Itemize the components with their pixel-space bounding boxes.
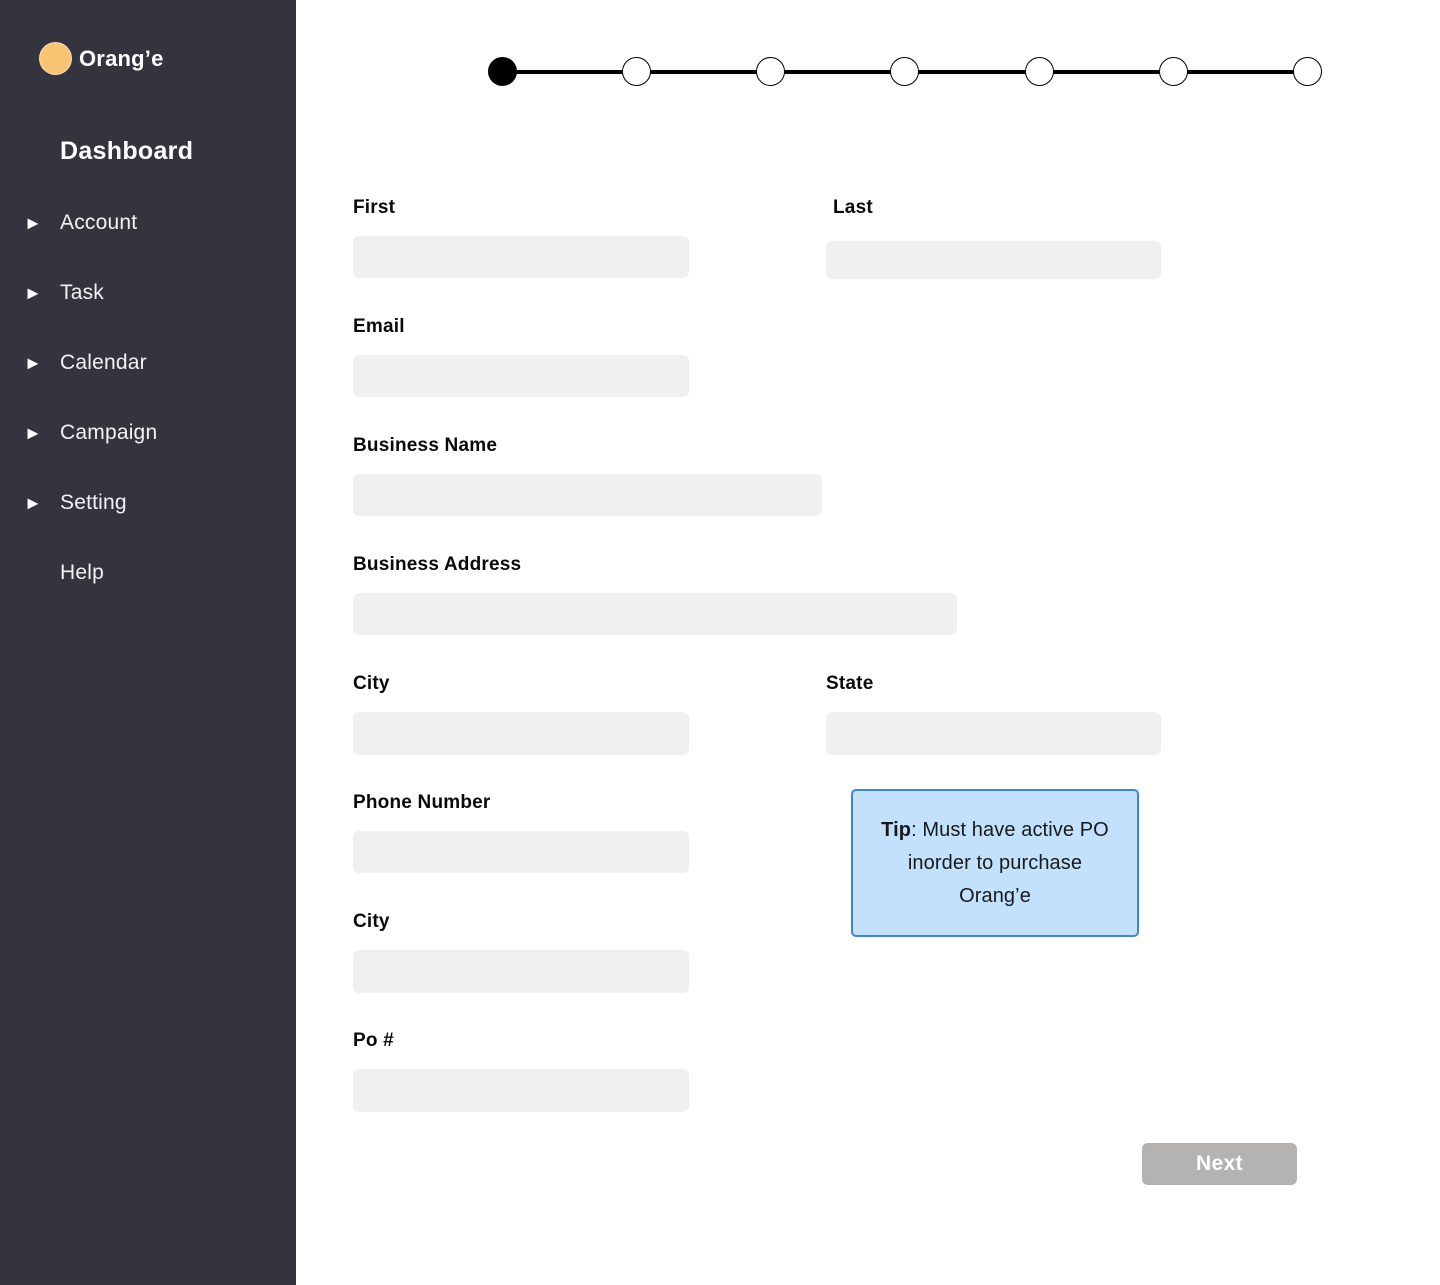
triangle-right-icon: ►: [24, 493, 42, 513]
sidebar-heading-dashboard[interactable]: Dashboard: [60, 137, 194, 165]
city-2-input[interactable]: [353, 950, 689, 993]
field-group-business-name: Business Name: [353, 434, 822, 516]
tip-box: Tip: Must have active PO inorder to purc…: [851, 789, 1139, 937]
first-input[interactable]: [353, 236, 689, 278]
step-circle-7[interactable]: [1292, 57, 1322, 86]
field-group-state: State: [826, 672, 1161, 755]
step-circle-2[interactable]: [622, 57, 652, 86]
last-label: Last: [833, 197, 873, 218]
tip-text: Tip: Must have active PO inorder to purc…: [877, 814, 1113, 913]
step-circle-3[interactable]: [756, 57, 786, 86]
logo-text: Orang’e: [79, 45, 164, 71]
sidebar-item-label: Calendar: [60, 351, 147, 374]
email-label: Email: [353, 316, 405, 337]
field-group-last: Last: [826, 196, 1161, 279]
sidebar-item-task[interactable]: ► Task: [0, 258, 296, 328]
sidebar-item-label: Help: [60, 561, 104, 584]
sidebar-item-label: Setting: [60, 491, 127, 514]
po-number-input[interactable]: [353, 1069, 689, 1112]
field-group-po-number: Po #: [353, 1029, 689, 1112]
sidebar-item-account[interactable]: ► Account: [0, 188, 296, 258]
sidebar-item-label: Task: [60, 281, 104, 304]
next-button[interactable]: Next: [1142, 1143, 1297, 1185]
orange-circle-icon: [39, 42, 72, 75]
tip-rest: : Must have active PO inorder to purchas…: [907, 818, 1109, 907]
sidebar-item-calendar[interactable]: ► Calendar: [0, 328, 296, 398]
state-label: State: [826, 673, 874, 694]
triangle-right-icon: ►: [24, 423, 42, 443]
first-label: First: [353, 197, 396, 218]
city-label: City: [353, 673, 390, 694]
business-name-label: Business Name: [353, 435, 498, 456]
triangle-right-icon: ►: [24, 353, 42, 373]
sidebar-item-campaign[interactable]: ► Campaign: [0, 398, 296, 468]
email-input[interactable]: [353, 355, 689, 397]
logo[interactable]: Orang’e: [39, 42, 164, 75]
business-name-input[interactable]: [353, 474, 822, 516]
field-group-city-2: City: [353, 910, 689, 993]
step-circle-1[interactable]: [488, 57, 517, 86]
progress-stepper: [488, 57, 1322, 86]
step-circle-4[interactable]: [890, 57, 920, 86]
field-group-city: City: [353, 672, 689, 755]
city-input[interactable]: [353, 712, 689, 755]
po-number-label: Po #: [353, 1030, 394, 1051]
phone-number-input[interactable]: [353, 831, 689, 873]
phone-number-label: Phone Number: [353, 792, 491, 813]
field-group-first: First: [353, 196, 689, 278]
business-address-label: Business Address: [353, 554, 522, 575]
tip-bold: Tip: [881, 818, 912, 841]
business-address-input[interactable]: [353, 593, 957, 635]
field-group-business-address: Business Address: [353, 553, 957, 635]
sidebar-item-label: Account: [60, 211, 138, 234]
step-circle-5[interactable]: [1024, 57, 1054, 86]
triangle-right-icon: ►: [24, 213, 42, 233]
sidebar-item-help[interactable]: ►Help: [0, 538, 296, 608]
sidebar: Orang’e Dashboard ► Account ► Task ► Calendar…: [0, 0, 296, 1285]
city-2-label: City: [353, 911, 390, 932]
field-group-email: Email: [353, 315, 689, 397]
triangle-right-icon: ►: [24, 283, 42, 303]
field-group-phone-number: Phone Number: [353, 791, 689, 873]
last-input[interactable]: [826, 241, 1161, 279]
sidebar-item-setting[interactable]: ► Setting: [0, 468, 296, 538]
sidebar-item-label: Campaign: [60, 421, 158, 444]
state-input[interactable]: [826, 712, 1161, 755]
step-circle-6[interactable]: [1158, 57, 1188, 86]
sidebar-nav: ►Account►Task►Calendar►Campaign►Setting►…: [0, 188, 296, 608]
